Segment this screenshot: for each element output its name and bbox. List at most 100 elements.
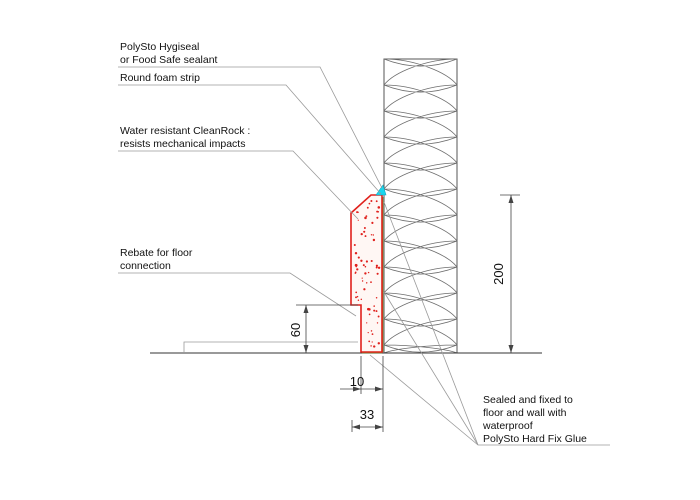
speckle (367, 331, 369, 334)
dimension-width-33 (351, 394, 384, 432)
callout-glue-line2: floor and wall with (483, 407, 567, 419)
callout-sealant-line2: or Food Safe sealant (120, 54, 218, 66)
speckle (368, 202, 371, 205)
callout-rebate-line1: Rebate for floor (120, 247, 193, 259)
speckle (360, 298, 363, 301)
speckle (372, 238, 376, 242)
speckle (376, 272, 379, 275)
callout-glue-line1: Sealed and fixed to (483, 394, 573, 406)
speckle (361, 277, 363, 279)
speckle (364, 272, 367, 275)
speckle (357, 211, 359, 214)
callout-cleanrock-line1: Water resistant CleanRock : (120, 125, 250, 137)
speckle (353, 243, 356, 247)
speckle (367, 271, 370, 274)
speckle (373, 305, 375, 307)
cleanrock-skirting-profile (350, 194, 383, 353)
leader-foam (118, 84, 382, 195)
speckle (375, 264, 379, 267)
speckle (370, 234, 373, 236)
speckle (370, 345, 372, 347)
speckle (363, 227, 366, 229)
speckle (368, 308, 371, 311)
dimension-width-10 (340, 356, 384, 394)
speckle (362, 264, 365, 267)
speckle (356, 295, 359, 298)
speckle (368, 340, 371, 343)
leader-glue-1 (383, 201, 479, 446)
callout-cleanrock-line2: resists mechanical impacts (120, 138, 245, 150)
speckle (360, 232, 363, 236)
leader-sealant (118, 66, 383, 189)
leader-cleanrock (118, 150, 359, 220)
callout-glue-line4: PolySto Hard Fix Glue (483, 433, 587, 445)
speckle (375, 266, 378, 269)
callout-cleanrock: Water resistant CleanRock : resists mech… (120, 125, 250, 150)
dimension-label-200: 200 (491, 263, 506, 285)
speckle (373, 309, 376, 312)
speckle (354, 271, 357, 274)
speckle (364, 235, 367, 238)
insulation-pattern (383, 58, 458, 354)
speckle (376, 322, 379, 324)
speckle (375, 296, 378, 299)
callout-foam: Round foam strip (120, 72, 200, 84)
speckle (363, 288, 366, 291)
speckle (354, 263, 358, 267)
speckle (354, 251, 358, 255)
speckle (375, 200, 378, 203)
speckle (357, 256, 360, 259)
callout-sealant-line1: PolySto Hygiseal (120, 41, 199, 53)
speckle (377, 266, 381, 270)
callout-sealant: PolySto Hygiseal or Food Safe sealant (120, 41, 218, 66)
callout-glue-line3: waterproof (482, 420, 533, 432)
speckle (371, 333, 374, 335)
callout-rebate-line2: connection (120, 260, 171, 272)
speckle (357, 299, 360, 301)
leader-glue-2 (383, 291, 479, 446)
speckle (366, 322, 368, 324)
speckle (377, 211, 380, 213)
leader-lines (118, 66, 610, 446)
aggregate-speckles (353, 199, 381, 348)
leader-glue-3 (369, 354, 479, 446)
leader-rebate-floor (183, 341, 358, 353)
speckle (372, 234, 374, 236)
speckle (364, 216, 367, 220)
speckle (368, 313, 371, 316)
speckle (371, 341, 373, 343)
dimension-label-10: 10 (350, 374, 364, 389)
speckle (370, 259, 373, 263)
speckle (376, 216, 379, 219)
speckle (370, 330, 373, 332)
speckle (377, 342, 380, 345)
sealant-bead (375, 184, 387, 196)
speckle (366, 206, 369, 209)
speckle (360, 259, 363, 262)
dimension-height-200 (500, 194, 520, 353)
speckle (375, 310, 378, 313)
wall-insulation (383, 58, 458, 354)
speckle (365, 282, 368, 284)
speckle (364, 265, 367, 268)
speckle (371, 221, 374, 224)
speckle (363, 230, 366, 233)
speckle (356, 268, 359, 271)
speckle (377, 206, 381, 209)
speckle (365, 260, 368, 263)
dimension-label-60: 60 (288, 323, 303, 337)
speckle (373, 345, 376, 348)
leader-rebate (118, 272, 357, 317)
dimension-label-33: 33 (360, 407, 374, 422)
speckle (365, 215, 368, 217)
callout-foam-line1: Round foam strip (120, 72, 200, 84)
callout-glue: Sealed and fixed to floor and wall with … (482, 394, 587, 445)
speckle (355, 291, 358, 294)
callout-rebate: Rebate for floor connection (120, 247, 193, 272)
speckle (361, 280, 364, 282)
speckle (370, 199, 373, 203)
dimension-height-60 (296, 304, 358, 353)
speckle (355, 296, 357, 299)
speckle (357, 219, 359, 221)
